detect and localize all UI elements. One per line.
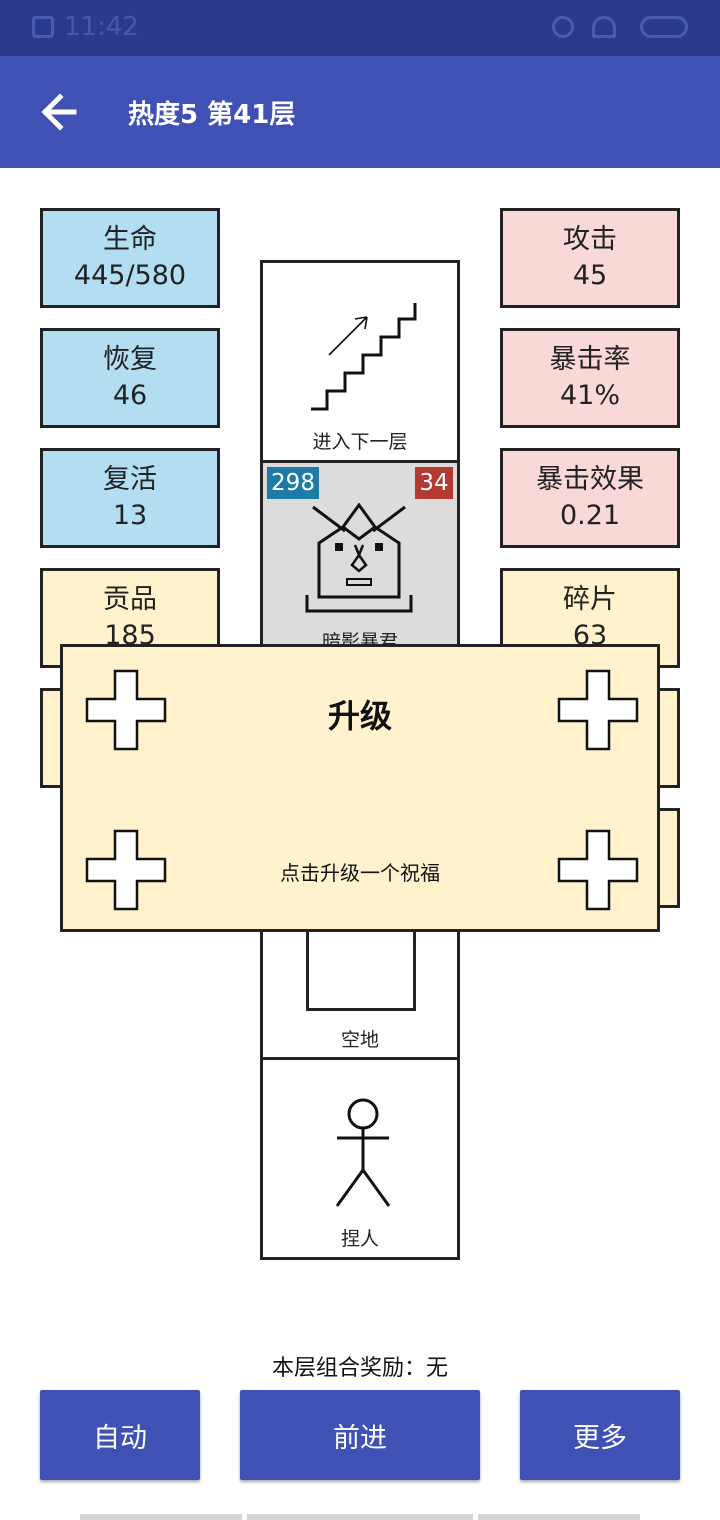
advance-button[interactable]: 前进: [240, 1390, 480, 1480]
page-title: 热度5 第41层: [128, 100, 296, 130]
status-time: 11:42: [64, 12, 139, 42]
back-arrow-icon[interactable]: [30, 80, 90, 144]
app-bar: 热度5 第41层: [0, 56, 720, 168]
dialog-hint: 点击升级一个祝福: [280, 861, 440, 885]
dialog-title: 升级: [327, 697, 392, 735]
stat-crit-rate-value: 41%: [559, 380, 620, 411]
stat-tribute-label: 贡品: [103, 584, 157, 615]
stat-regen-value: 46: [112, 380, 148, 411]
stat-shards-label: 碎片: [563, 584, 617, 615]
floor-combo-bonus: 本层组合奖励：无: [271, 1356, 448, 1381]
plus-slot-bottom-left-icon[interactable]: [85, 829, 167, 911]
status-bar: 11:42: [0, 0, 720, 56]
stat-attack: 攻击 45: [500, 208, 680, 308]
cell-stairs-label: 进入下一层: [312, 431, 408, 453]
stat-crit-rate: 暴击率 41%: [500, 328, 680, 428]
battery-icon: [640, 16, 688, 38]
enemy-hp-badge: 298: [267, 467, 319, 499]
plus-slot-bottom-right-icon[interactable]: [557, 829, 639, 911]
nav-segment-left: [80, 1514, 242, 1520]
alarm-icon: [552, 16, 574, 38]
signal-icon: [32, 16, 54, 38]
nav-segment-center: [247, 1514, 473, 1520]
stairs-icon: [311, 303, 417, 411]
stat-attack-value: 45: [572, 260, 608, 291]
cell-npc-label: 捏人: [340, 1228, 379, 1250]
cell-stairs[interactable]: 进入下一层: [260, 260, 460, 463]
nav-segment-right: [478, 1514, 640, 1520]
more-button[interactable]: 更多: [520, 1390, 680, 1480]
stat-crit-effect-value: 0.21: [559, 500, 621, 531]
stat-crit-rate-label: 暴击率: [549, 344, 631, 375]
stat-revive-label: 复活: [103, 464, 157, 495]
stat-life-value: 445/580: [73, 260, 187, 291]
stat-life: 生命 445/580: [40, 208, 220, 308]
enemy-attack-badge: 34: [415, 467, 453, 499]
stat-crit-effect-label: 暴击效果: [536, 464, 644, 495]
stat-regen: 恢复 46: [40, 328, 220, 428]
upgrade-dialog: 升级 点击升级一个祝福: [60, 644, 660, 932]
wifi-icon: [592, 16, 616, 38]
auto-button[interactable]: 自动: [40, 1390, 200, 1480]
stick-figure-icon: [335, 1098, 391, 1207]
cell-empty-label: 空地: [340, 1029, 379, 1051]
stat-revive: 复活 13: [40, 448, 220, 548]
plus-slot-top-right-icon[interactable]: [557, 669, 639, 751]
stat-regen-label: 恢复: [103, 344, 157, 375]
cell-npc[interactable]: 捏人: [260, 1057, 460, 1260]
plus-slot-top-left-icon[interactable]: [85, 669, 167, 751]
stat-crit-effect: 暴击效果 0.21: [500, 448, 680, 548]
stat-life-label: 生命: [103, 224, 157, 255]
stat-revive-value: 13: [112, 500, 148, 531]
shadow-tyrant-icon: [305, 502, 413, 613]
stat-attack-label: 攻击: [563, 224, 617, 255]
cell-enemy[interactable]: 298 34 暗影暴君: [260, 460, 460, 660]
